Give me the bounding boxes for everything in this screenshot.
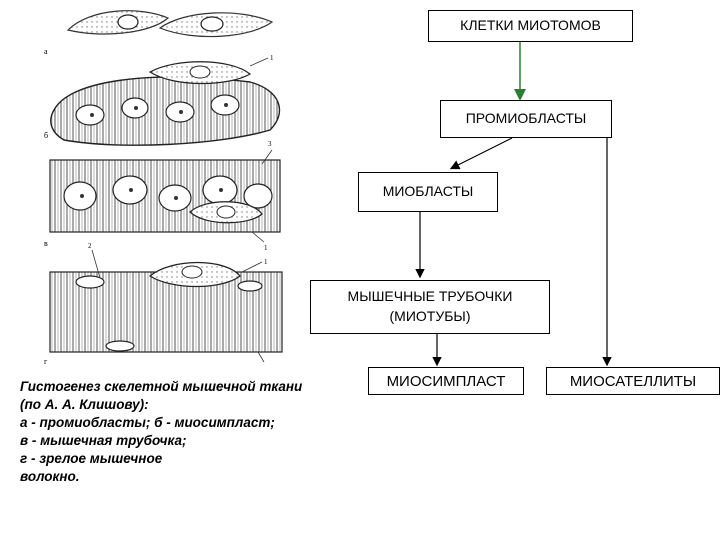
label-1-mid: 1: [264, 244, 268, 252]
label-g: г: [44, 357, 48, 366]
box-myotome-cells: КЛЕТКИ МИОТОМОВ: [428, 10, 633, 42]
label-2-bottom: 2: [88, 242, 92, 250]
label-v: в: [44, 239, 48, 248]
caption-line: а - промиобласты; б - миосимпласт;: [20, 415, 275, 430]
panel-b: [50, 61, 281, 146]
box-myoblasts: МИОБЛАСТЫ: [358, 172, 498, 212]
box-myosatellites: МИОСАТЕЛЛИТЫ: [546, 367, 720, 395]
box-myosymplast: МИОСИМПЛАСТ: [368, 367, 524, 395]
label-3: 3: [268, 140, 272, 148]
arrow-promyoblast-to-myoblast: [449, 137, 513, 170]
caption-line: волокно.: [20, 469, 80, 484]
box-promyoblasts: ПРОМИОБЛАСТЫ: [440, 100, 612, 138]
caption-line: (по А. А. Клишову):: [20, 397, 149, 412]
caption-line: в - мышечная трубочка;: [20, 433, 187, 448]
caption-line: г - зрелое мышечное: [20, 451, 163, 466]
box-muscle-tubes: МЫШЕЧНЫЕ ТРУБОЧКИ (МИОТУБЫ): [310, 280, 550, 334]
caption-line: Гистогенез скелетной мышечной ткани: [20, 379, 303, 394]
panel-a: [66, 10, 274, 38]
histogenesis-illustration: а 1 б 3 1 в: [44, 10, 283, 366]
figure-caption: Гистогенез скелетной мышечной ткани (по …: [20, 378, 350, 486]
label-1-bottom: 1: [264, 258, 268, 266]
label-a: а: [44, 47, 48, 56]
label-1-top: 1: [270, 54, 274, 62]
panel-g: [49, 262, 283, 353]
panel-v: [49, 159, 281, 233]
label-b: б: [44, 131, 48, 140]
